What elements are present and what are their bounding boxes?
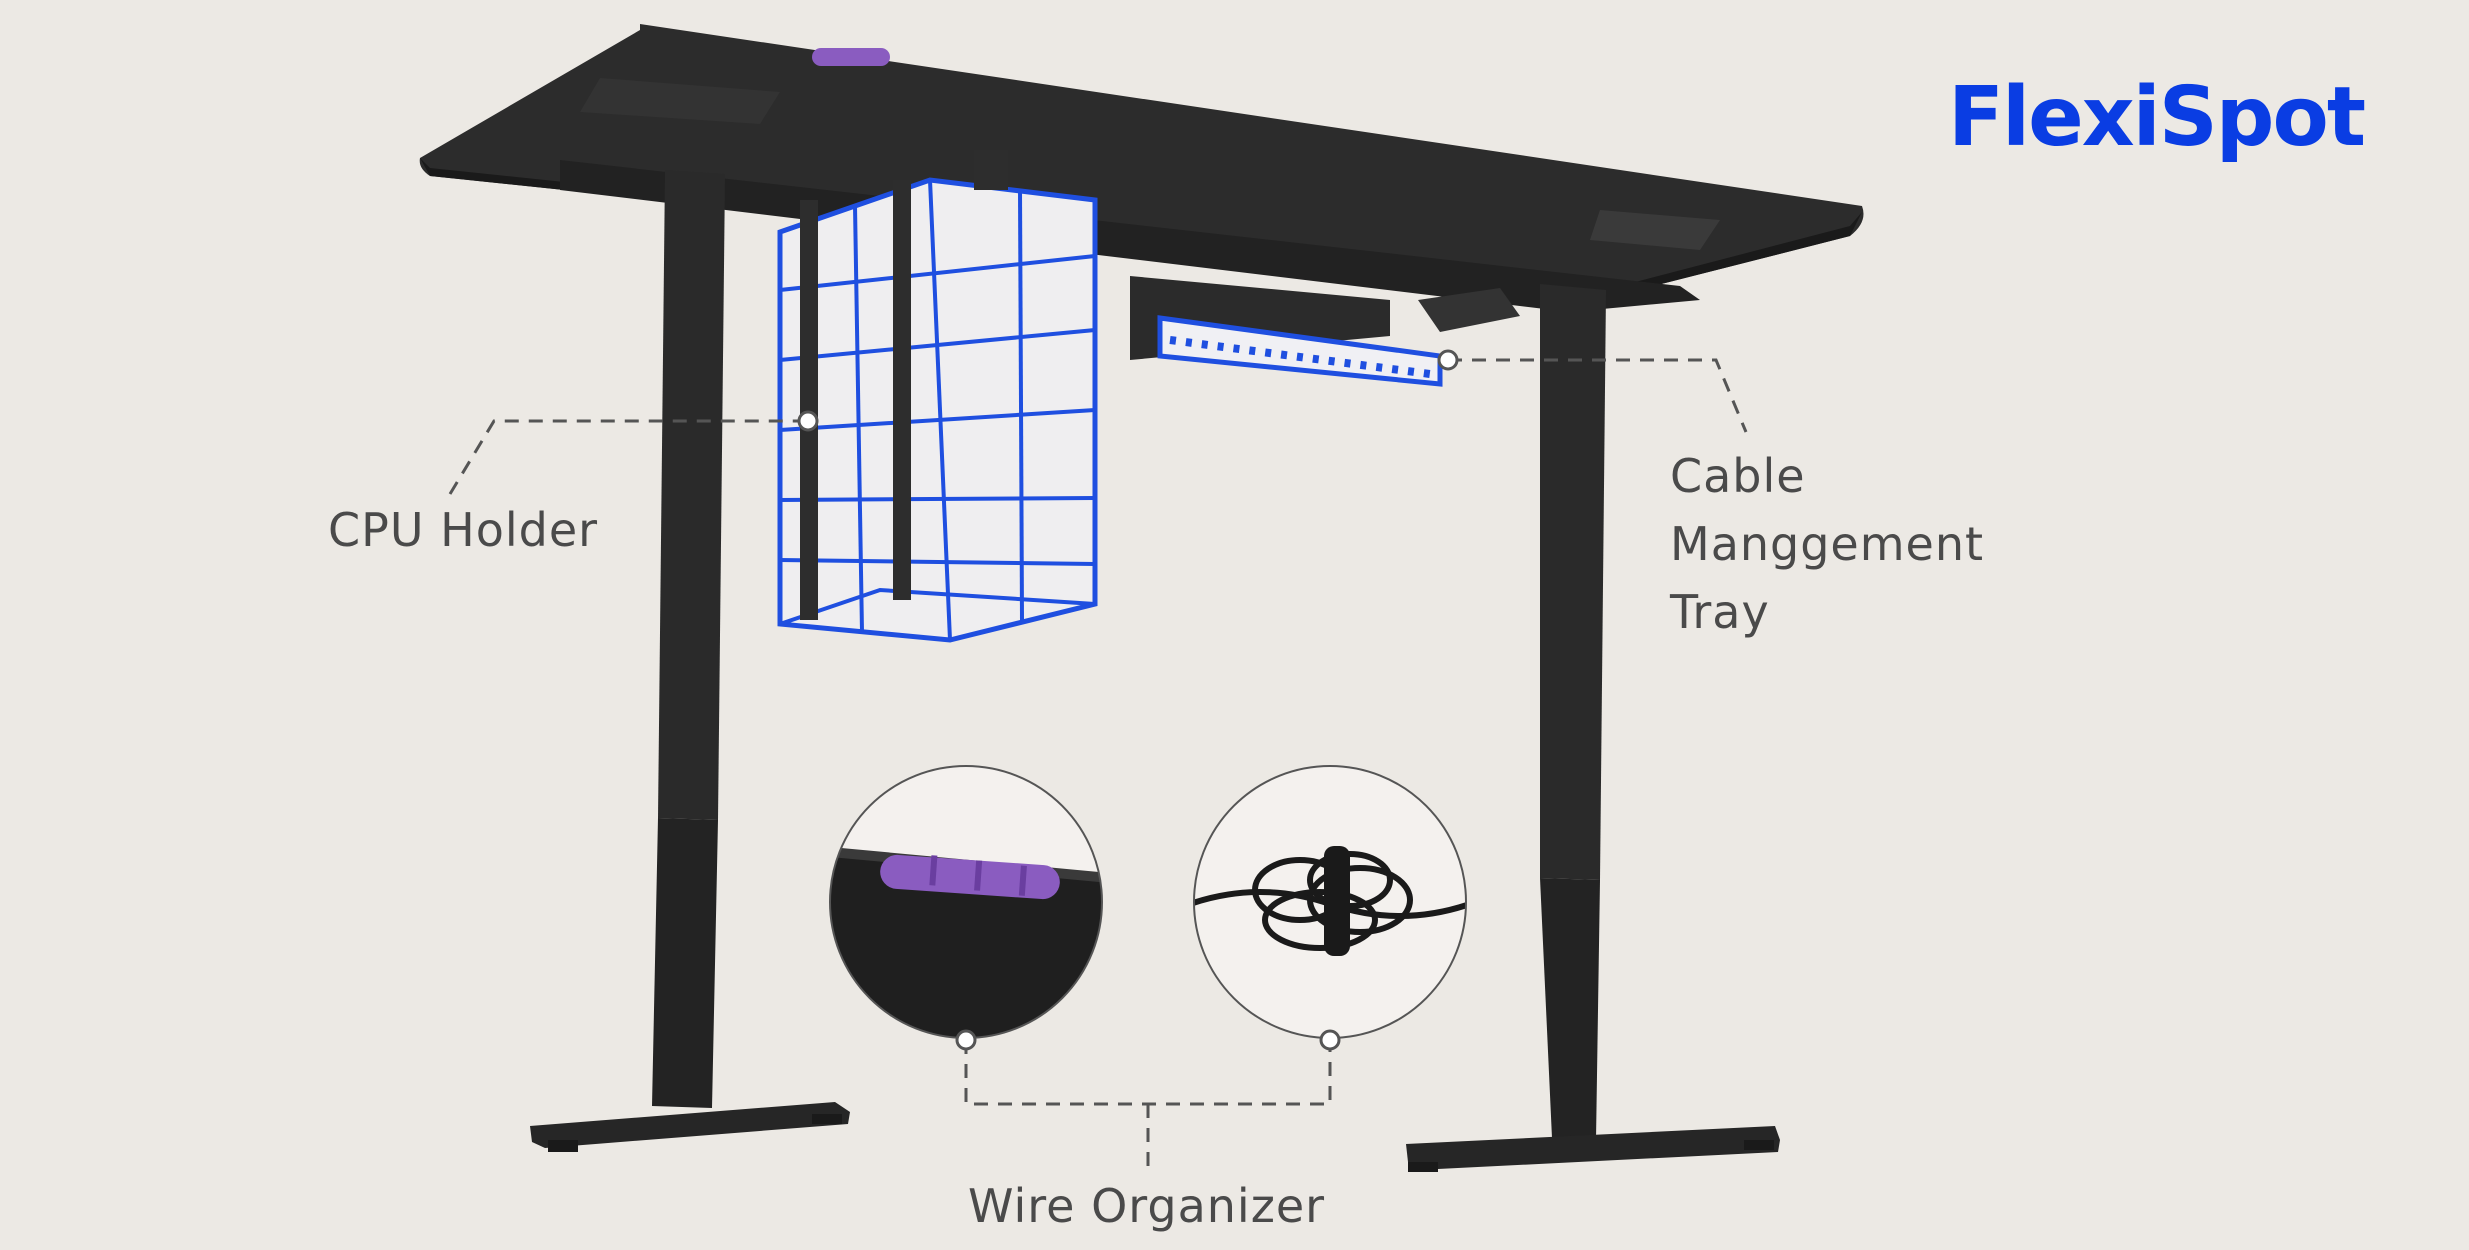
brand-logo: FlexiSpot	[1948, 70, 2366, 165]
right-leg	[1406, 284, 1780, 1172]
cable-tray	[1130, 276, 1520, 387]
wire-organizer-clip	[812, 48, 890, 66]
cable-tray-label-line-3: Tray	[1670, 585, 1770, 639]
cpu-holder-label: CPU Holder	[328, 503, 599, 557]
cable-tray-label-line-1: Cable	[1670, 449, 1806, 503]
cpu-holder-callout	[448, 419, 808, 495]
cable-tray-marker	[1437, 349, 1459, 371]
cable-tray-callout	[1448, 358, 1748, 433]
wire-organizer-marker-left	[955, 1029, 977, 1051]
wire-organizer-callout	[964, 1040, 1332, 1176]
cpu-holder	[777, 177, 1098, 643]
cpu-holder-marker	[797, 410, 819, 432]
cable-tray-label-line-2: Manggement	[1670, 517, 1985, 571]
wire-organizer-marker-right	[1319, 1029, 1341, 1051]
cable-tray-label: Cable Manggement Tray	[1670, 442, 1984, 646]
left-leg	[530, 170, 850, 1152]
wire-organizer-zoom-right	[1193, 765, 1467, 1039]
desk-top	[419, 24, 1864, 312]
wire-organizer-zoom-left	[829, 765, 1103, 1039]
wire-organizer-label: Wire Organizer	[968, 1179, 1326, 1233]
